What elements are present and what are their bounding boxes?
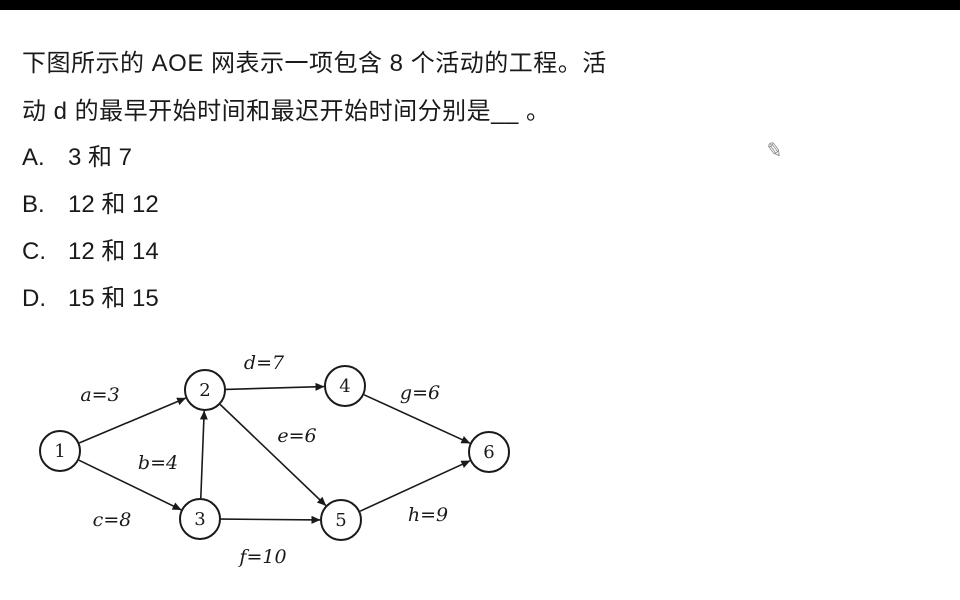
option-b-letter: B. <box>22 191 45 218</box>
node-6: 6 <box>468 431 510 473</box>
edge-g-4-6 <box>363 394 471 444</box>
node-3-circle <box>179 498 221 540</box>
node-4-label: 4 <box>339 376 350 397</box>
node-2-label: 2 <box>199 380 210 401</box>
node-1-label: 1 <box>54 441 65 462</box>
edge-label-h: h=9 <box>408 504 448 526</box>
top-black-bar <box>0 0 960 10</box>
edge-label-e: e=6 <box>277 425 316 447</box>
option-d[interactable]: D. 15 和 15 <box>22 275 159 322</box>
edge-label-g: g=6 <box>400 382 440 404</box>
node-4-circle <box>324 365 366 407</box>
edge-label-a: a=3 <box>80 384 119 406</box>
node-3-label: 3 <box>194 509 205 530</box>
edge-label-b: b=4 <box>138 452 178 474</box>
node-6-label: 6 <box>483 442 494 463</box>
node-5-label: 5 <box>335 510 346 531</box>
edge-e-2-5 <box>219 403 327 507</box>
node-6-circle <box>468 431 510 473</box>
edge-a-1-2 <box>79 397 187 444</box>
pencil-cursor-icon: ✎ <box>764 138 785 164</box>
edge-h-5-6 <box>359 460 471 512</box>
node-4: 4 <box>324 365 366 407</box>
answer-options: A. 3 和 7 B. 12 和 12 C. 12 和 14 D. 15 和 15 <box>22 134 159 322</box>
question-line-2: 动 d 的最早开始时间和最迟开始时间分别是__ 。 <box>22 98 551 125</box>
question-text: 下图所示的 AOE 网表示一项包含 8 个活动的工程。活 动 d 的最早开始时间… <box>22 40 607 136</box>
option-b[interactable]: B. 12 和 12 <box>22 181 159 228</box>
node-2: 2 <box>184 369 226 411</box>
node-5: 5 <box>320 499 362 541</box>
option-a-letter: A. <box>22 144 45 171</box>
option-a-text: 3 和 7 <box>68 144 133 171</box>
node-1-circle <box>39 430 81 472</box>
aoe-network-diagram: a=3 b=4 c=8 d=7 e=6 f=10 g=6 h=9 1 2 3 4… <box>39 352 510 568</box>
question-line-1: 下图所示的 AOE 网表示一项包含 8 个活动的工程。活 <box>22 50 607 77</box>
option-c-letter: C. <box>22 238 46 265</box>
edge-label-d: d=7 <box>244 352 285 374</box>
node-5-circle <box>320 499 362 541</box>
node-3: 3 <box>179 498 221 540</box>
edge-f-3-5 <box>220 515 321 524</box>
edge-c-1-3 <box>78 459 182 511</box>
option-c[interactable]: C. 12 和 14 <box>22 228 159 275</box>
option-d-letter: D. <box>22 285 46 312</box>
edge-label-f: f=10 <box>237 546 286 568</box>
edge-label-c: c=8 <box>93 509 132 531</box>
edge-d-2-4 <box>225 382 325 391</box>
node-2-circle <box>184 369 226 411</box>
node-1: 1 <box>39 430 81 472</box>
option-c-text: 12 和 14 <box>68 238 159 265</box>
edge-b-3-2 <box>199 410 208 499</box>
option-b-text: 12 和 12 <box>68 191 159 218</box>
option-a[interactable]: A. 3 和 7 <box>22 134 159 181</box>
option-d-text: 15 和 15 <box>68 285 159 312</box>
